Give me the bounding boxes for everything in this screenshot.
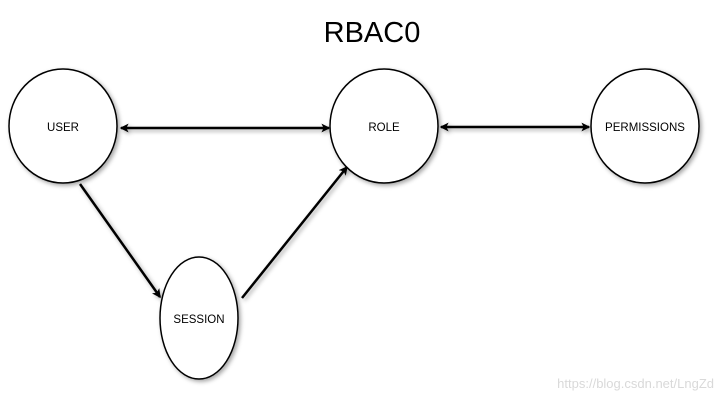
node-session-label: SESSION [173,314,224,326]
node-permissions-label: PERMISSIONS [605,122,685,134]
node-session: SESSION [159,256,239,380]
node-user-label: USER [47,122,79,134]
watermark: https://blog.csdn.net/LngZd [557,376,714,391]
edge-session-role [241,165,348,299]
node-user: USER [8,68,118,184]
edge-user-session [78,183,162,299]
edges [78,122,591,299]
node-role-label: ROLE [368,122,400,134]
node-role: ROLE [329,68,439,184]
node-session-ellipse [159,256,239,380]
node-role-circle [329,68,439,184]
node-permissions: PERMISSIONS [590,68,700,184]
diagram-title: RBAC0 [324,17,421,49]
node-permissions-circle [590,68,700,184]
node-user-circle [8,68,118,184]
